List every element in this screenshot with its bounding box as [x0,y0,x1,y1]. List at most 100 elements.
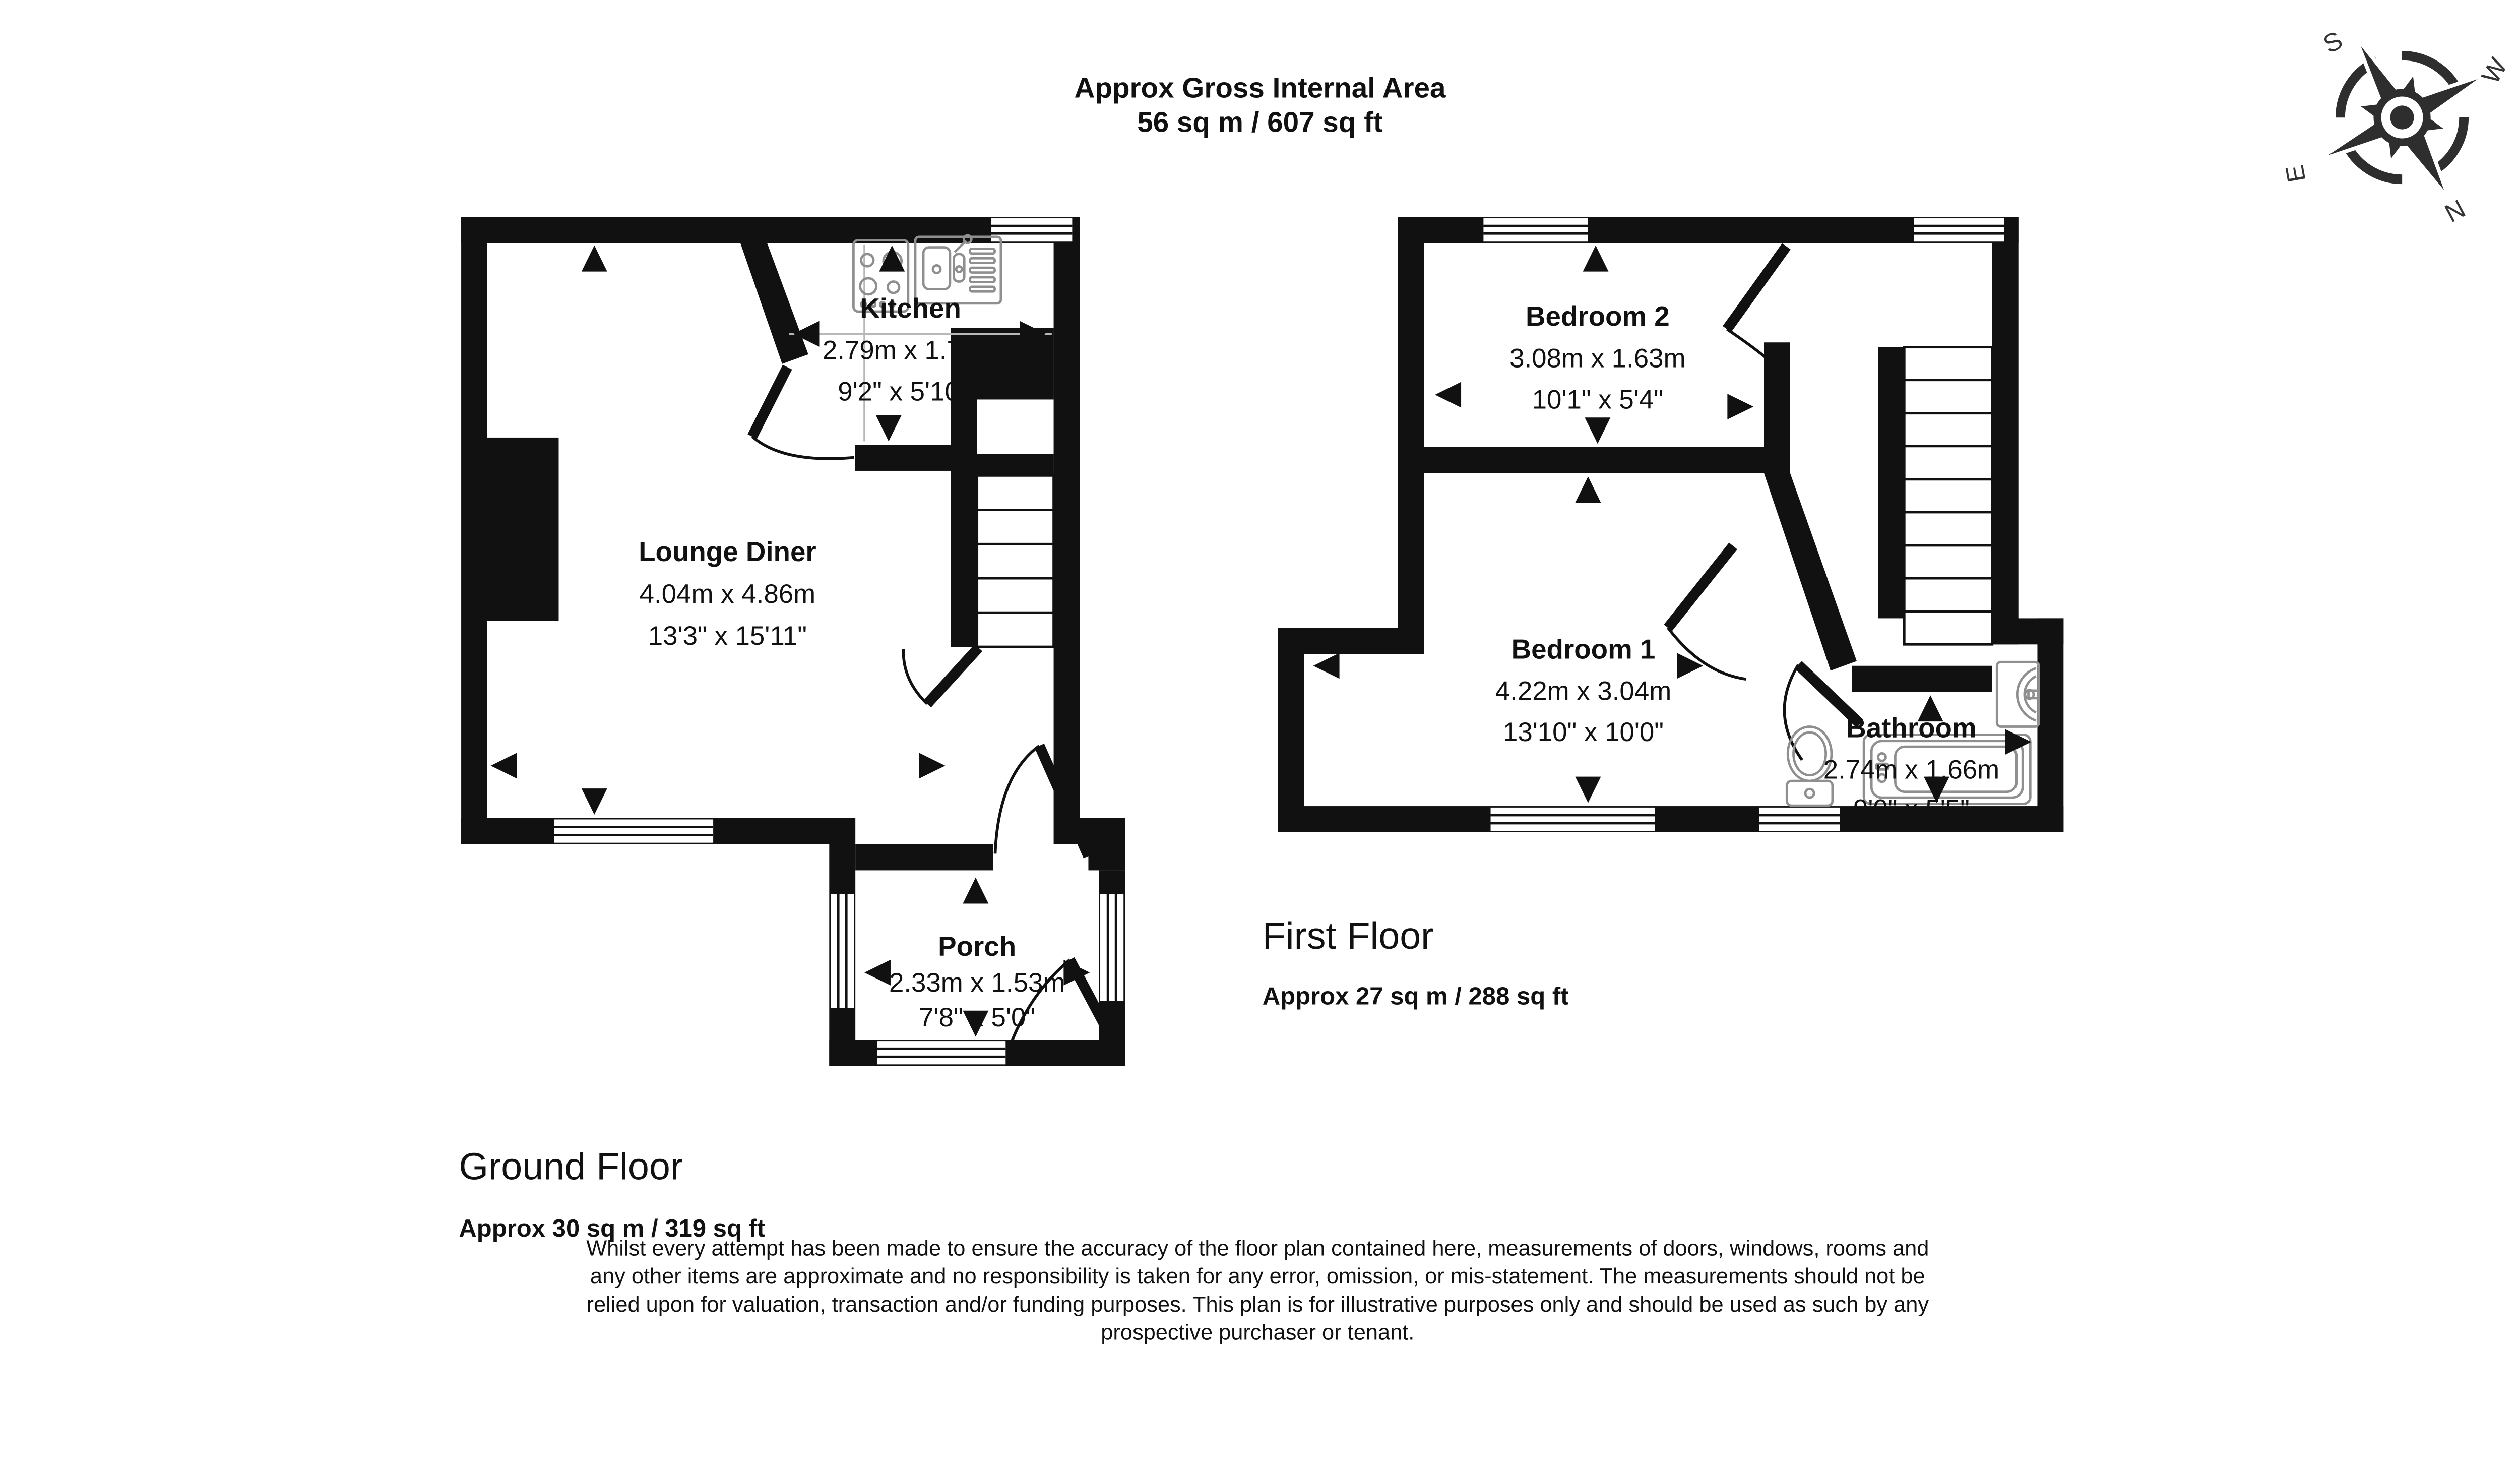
gf-chimney-breast [487,437,559,621]
kitchen-imperial: 9'2" x 5'10" [838,377,969,406]
porch-label: Porch 2.33m x 1.53m 7'8" x 5'0" [889,931,1065,1032]
bathtub-icon [1862,734,2032,805]
porch-metric: 2.33m x 1.53m [889,968,1065,998]
kitchen-name: Kitchen [860,292,961,324]
ff-stairs [1903,346,1994,646]
floorplan-page: Approx Gross Internal Area 56 sq m / 607… [459,25,2513,1345]
bedroom2-imperial: 10'1" x 5'4" [1532,385,1663,414]
gf-top-wall [461,217,1080,243]
ground-floor-title-block: Ground Floor Approx 30 sq m / 319 sq ft [459,1145,765,1242]
bedroom1-name: Bedroom 1 [1511,634,1656,665]
lounge-porch-door [993,744,1093,859]
kitchen-arrow-right [1020,321,1046,347]
bed1-arrow-right [1677,653,1704,679]
bedroom2-window [1483,218,1588,242]
bathroom-name: Bathroom [1846,712,1976,743]
gf-right-wall [1053,217,1080,818]
disclaimer-line2: any other items are approximate and no r… [590,1264,1925,1289]
porch-top-wall [855,844,993,871]
porch-name: Porch [938,931,1016,962]
kitchen-door [747,364,854,460]
compass-east-label: E [2280,163,2311,185]
stair-left-wall [951,328,977,647]
kitchen-arrow-up [879,245,905,272]
porch-arrow-left [864,959,891,986]
bed1-arrow-left [1313,653,1340,679]
porch-left-window [831,894,854,1008]
sink-icon [914,234,1002,305]
kitchen-metric: 2.79m x 1.77m [823,335,998,365]
hob-icon [852,239,910,313]
bed2-arrow-right [1727,394,1754,420]
bed2-arrow-up [1583,245,1609,272]
porch-arrow-up [963,877,989,904]
bedroom1-metric: 4.22m x 3.04m [1495,677,1671,706]
bed2-arrow-down [1585,417,1611,444]
disclaimer: Whilst every attempt has been made to en… [586,1237,1929,1345]
landing-bottom-window [1759,807,1840,831]
ff-left-lower-wall [1278,628,1304,832]
stairs-door [902,644,983,708]
lounge-imperial: 13'3" x 15'11" [648,621,807,651]
lounge-arrow-left [490,753,517,779]
first-floor-title-block: First Floor Approx 27 sq m / 288 sq ft [1263,914,1569,1010]
bedroom1-imperial: 13'10" x 10'0" [1503,717,1664,747]
bedroom1-label: Bedroom 1 4.22m x 3.04m 13'10" x 10'0" [1495,634,1671,747]
gf-left-wall [461,217,487,844]
bedroom2-metric: 3.08m x 1.63m [1509,343,1685,373]
kitchen-diagonal-wall [731,217,808,364]
basin-icon [1995,660,2040,728]
first-floor-area: Approx 27 sq m / 288 sq ft [1263,983,1569,1010]
disclaimer-line1: Whilst every attempt has been made to en… [586,1237,1929,1261]
compass-icon: S W N E [2280,25,2512,228]
bathroom-metric: 2.74m x 1.66m [1823,755,1999,784]
first-floor-title: First Floor [1263,914,1434,957]
cupboard-bottom-wall [977,454,1054,476]
bed2-arrow-left [1435,382,1462,408]
porch-arrow-down [963,1010,989,1037]
kitchen-measure-lines [789,244,1052,442]
first-floor-plan: Bedroom 2 3.08m x 1.63m 10'1" x 5'4" Bed… [1278,217,2064,832]
bathroom-imperial: 9'0" x 5'5" [1853,794,1970,824]
bedroom2-door [1722,243,1791,379]
porch-arrow-right [1063,959,1090,986]
ff-left-upper-wall [1398,217,1424,654]
porch-bottom-window [877,1041,1006,1065]
compass-north-label: N [2440,194,2470,228]
lounge-window [554,819,714,843]
lounge-arrow-down [581,788,607,815]
header-line2: 56 sq m / 607 sq ft [1137,106,1383,138]
lounge-name: Lounge Diner [639,536,816,567]
porch-imperial: 7'8" x 5'0" [919,1003,1035,1032]
disclaimer-line3: relied upon for valuation, transaction a… [587,1293,1929,1317]
bedroom1-door [1664,542,1746,681]
floor-plan-canvas: Approx Gross Internal Area 56 sq m / 607… [459,25,2513,1345]
toilet-icon [1785,725,1834,807]
porch-top-corner-wall [1088,844,1125,871]
header-line1: Approx Gross Internal Area [1075,72,1446,103]
gf-corner-wall [1053,818,1125,844]
bath-arrow-down [1923,776,1949,803]
kitchen-window [991,218,1073,242]
compass-south-label: S [2318,25,2347,58]
lounge-diner-label: Lounge Diner 4.04m x 4.86m 13'3" x 15'11… [639,536,816,651]
bed2-right-wall [1763,342,1790,473]
gf-stairs [976,474,1055,648]
bath-arrow-right [2005,729,2032,755]
compass-west-label: W [2476,53,2512,88]
kitchen-label: Kitchen 2.79m x 1.77m 9'2" x 5'10" [823,292,998,406]
bedroom1-window [1490,807,1655,831]
kitchen-arrow-left [793,321,820,347]
ff-bottom-wall [1278,806,2064,832]
bedroom2-label: Bedroom 2 3.08m x 1.63m 10'1" x 5'4" [1509,300,1685,414]
landing-diagonal-wall [1763,473,1857,671]
landing-window [1914,218,2004,242]
ground-floor-plan: Kitchen 2.79m x 1.77m 9'2" x 5'10" Loung… [461,217,1125,1066]
porch-right-window [1100,894,1124,1001]
lounge-arrow-up [581,245,607,272]
bathroom-label: Bathroom 2.74m x 1.66m 9'0" x 5'5" [1823,712,1999,824]
bathroom-top-wall [1852,665,1992,692]
ground-floor-area: Approx 30 sq m / 319 sq ft [459,1215,765,1242]
kitchen-arrow-down [875,415,902,442]
bed1-arrow-down [1575,776,1601,803]
